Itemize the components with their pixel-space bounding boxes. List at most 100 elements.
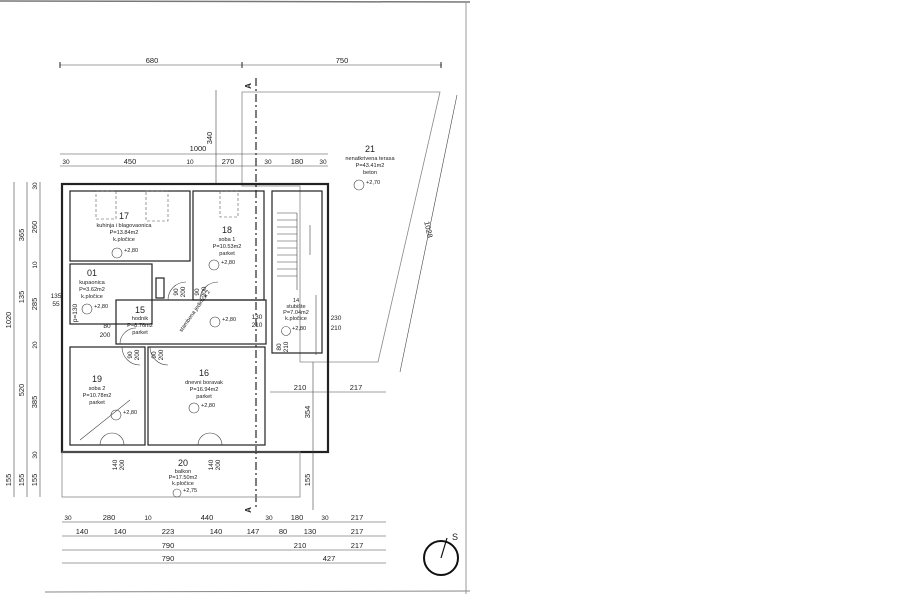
dim-seg: 217 bbox=[351, 527, 364, 536]
room-name: stubište bbox=[286, 304, 305, 310]
room-name: dnevni boravak bbox=[185, 380, 223, 386]
room-area: P=13.84m2 bbox=[110, 230, 139, 236]
dim-seg: 217 bbox=[351, 513, 364, 522]
level-marker-icon bbox=[110, 409, 122, 421]
room-area: P=3.62m2 bbox=[79, 287, 105, 293]
dimension-bottom: 30 280 10 440 30 180 30 217 140 140 223 … bbox=[62, 513, 386, 564]
dim-seg: 155 bbox=[30, 474, 39, 487]
room-01: 01 kupaonica P=3.62m2 k.pločice +2,80 bbox=[79, 268, 108, 315]
door-width: 90 bbox=[151, 351, 158, 359]
door-swing bbox=[121, 346, 141, 366]
sheet-border-top bbox=[0, 0, 471, 3]
room-20: 20 balkon P=17.50m2 k.pločice +2,75 bbox=[169, 458, 197, 498]
dim-217: 217 bbox=[350, 383, 363, 392]
door-swing bbox=[199, 281, 219, 301]
dim-135: 135 bbox=[17, 291, 26, 304]
dim-1020: 1020 bbox=[4, 312, 13, 329]
dim-seg: 180 bbox=[291, 157, 304, 166]
room-name: nenatkrivena terasa bbox=[345, 156, 395, 162]
dim-seg: 10 bbox=[186, 159, 194, 166]
terrace-diag-dim-line bbox=[399, 94, 458, 373]
door-height: 200 bbox=[215, 459, 222, 470]
room-level: +2,80 bbox=[124, 248, 138, 254]
room-01-wall bbox=[69, 263, 153, 325]
room-17-wall bbox=[69, 190, 191, 262]
dim-seg: 285 bbox=[30, 298, 39, 311]
room-area: P=8.76m2 bbox=[127, 323, 153, 329]
sheet-border-bottom bbox=[44, 590, 471, 593]
door-swing bbox=[149, 346, 169, 366]
room-number: 21 bbox=[365, 144, 375, 154]
door-height: 200 bbox=[134, 349, 141, 360]
dim-seg: 385 bbox=[30, 396, 39, 409]
dim-seg: 270 bbox=[222, 157, 235, 166]
room-14: 14 stubište P=7.04m2 k.pločice +2,80 bbox=[281, 298, 309, 336]
dim-seg: 30 bbox=[319, 159, 327, 166]
section-marker-top: A bbox=[244, 83, 253, 89]
room-area: P=16.94m2 bbox=[190, 387, 219, 393]
door-width: 80 bbox=[103, 323, 111, 330]
room-area: P=10.78m2 bbox=[83, 393, 112, 399]
dimension-top-overall: 680 750 bbox=[59, 56, 442, 68]
dim-seg: 280 bbox=[103, 513, 116, 522]
room-name: balkon bbox=[175, 469, 191, 475]
bed-fixture bbox=[219, 190, 239, 218]
stair-treads bbox=[277, 212, 317, 355]
room-floor: k.pločice bbox=[81, 294, 103, 300]
dim-155: 155 bbox=[303, 474, 312, 487]
room-17: 17 kuhinja i blagovaonica P=13.84m2 k.pl… bbox=[96, 211, 152, 259]
level-marker-icon bbox=[209, 316, 221, 328]
dim-354: 354 bbox=[303, 406, 312, 419]
kitchen-fixture bbox=[95, 190, 117, 220]
room-floor: parket bbox=[196, 394, 212, 400]
room-floor: k.pločice bbox=[172, 481, 194, 487]
dim-seg: 30 bbox=[62, 159, 70, 166]
room-level: +2,80 bbox=[123, 410, 137, 416]
room-floor: parket bbox=[219, 251, 235, 257]
window-sill: p=130 bbox=[72, 303, 79, 322]
room-number: 01 bbox=[87, 268, 97, 278]
door-height: 200 bbox=[180, 286, 187, 297]
room-name: kupaonica bbox=[79, 280, 105, 286]
room-number: 16 bbox=[199, 368, 209, 378]
room-14-wall bbox=[271, 190, 323, 354]
dim-seg: 147 bbox=[247, 527, 260, 536]
chimney bbox=[155, 277, 165, 299]
dim-seg: 217 bbox=[351, 541, 364, 550]
door-height: 210 bbox=[283, 341, 290, 352]
level-marker-icon bbox=[111, 247, 123, 259]
room-16-wall bbox=[147, 346, 266, 446]
room-level: +2,80 bbox=[201, 403, 215, 409]
level-marker-icon bbox=[208, 259, 220, 271]
balcony-door-swing bbox=[99, 432, 125, 446]
door-width: 90 bbox=[127, 351, 134, 359]
dim-seg: 20 bbox=[32, 341, 39, 349]
level-marker-icon bbox=[81, 303, 93, 315]
dim-seg: 10 bbox=[144, 515, 152, 522]
room-15-wall bbox=[115, 299, 267, 345]
room-floor: parket bbox=[89, 400, 105, 406]
room-floor: parket bbox=[132, 330, 148, 336]
dim-seg: 140 bbox=[76, 527, 89, 536]
room-floor: k.pločice bbox=[285, 316, 307, 322]
dim-seg: 140 bbox=[114, 527, 127, 536]
room-19-wall bbox=[69, 346, 146, 446]
door-height: 200 bbox=[119, 459, 126, 470]
window-height: 55 bbox=[52, 301, 60, 308]
door-width: 90 bbox=[173, 288, 180, 296]
room-name: kuhinja i blagovaonica bbox=[96, 223, 152, 229]
room-number: 17 bbox=[119, 211, 129, 221]
dim-seg: 180 bbox=[291, 513, 304, 522]
level-marker-icon bbox=[281, 326, 291, 336]
door-swing bbox=[119, 327, 137, 345]
dim-seg: 790 bbox=[162, 541, 175, 550]
room-area: P=7.04m2 bbox=[283, 310, 309, 316]
terrace-outline bbox=[241, 91, 441, 363]
level-marker-icon bbox=[188, 402, 200, 414]
dim-seg: 30 bbox=[264, 159, 272, 166]
room-16: 16 dnevni boravak P=16.94m2 parket +2,80 bbox=[185, 368, 223, 414]
room-21: 21 nenatkrivena terasa P=43.41m2 beton +… bbox=[345, 144, 395, 191]
room-number: 20 bbox=[178, 458, 188, 468]
